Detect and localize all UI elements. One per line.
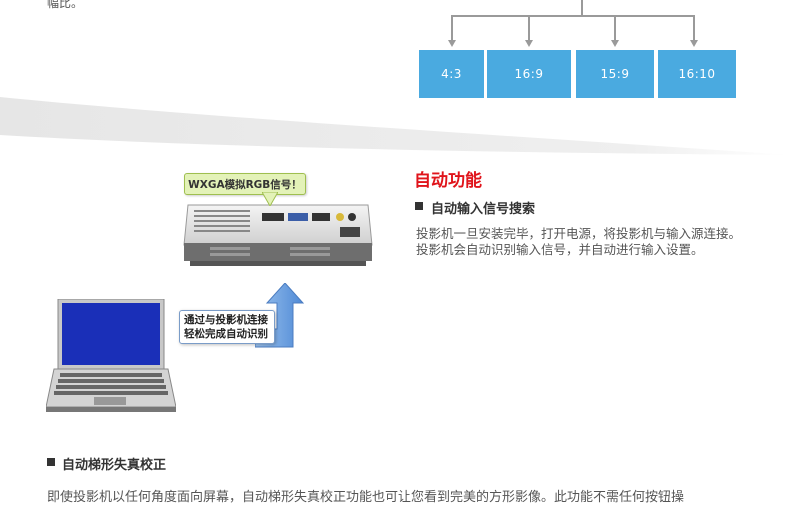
subtitle-keystone-correction: 自动梯形失真校正 (62, 458, 167, 473)
section-divider-swoosh (0, 97, 790, 155)
ratio-box-15-9: 15:9 (576, 50, 654, 98)
signal-callout: WXGA模拟RGB信号！ (184, 173, 306, 195)
connect-callout: 通过与投影机连接 轻松完成自动识别 (179, 310, 275, 344)
ratio-box-16-9: 16:9 (487, 50, 571, 98)
projector-image (183, 204, 373, 266)
connect-callout-line2: 轻松完成自动识别 (184, 328, 268, 340)
bullet-square-icon (415, 202, 423, 210)
laptop-image (46, 299, 176, 412)
connect-callout-line1: 通过与投影机连接 (184, 314, 268, 326)
auto-input-description: 投影机一旦安装完毕，打开电源，将投影机与输入源连接。投影机会自动识别输入信号，并… (416, 226, 742, 257)
ratio-box-16-10: 16:10 (658, 50, 736, 98)
callout-pointer-icon (262, 192, 278, 206)
ratio-box-4-3: 4:3 (419, 50, 484, 98)
bullet-square-icon (47, 458, 55, 466)
keystone-description: 即使投影机以任何角度面向屏幕，自动梯形失真校正功能也可让您看到完美的方形影像。此… (47, 490, 685, 505)
section-title-auto-function: 自动功能 (414, 171, 482, 191)
subtitle-auto-input-search: 自动输入信号搜索 (431, 202, 536, 217)
top-text-fragment: 幅比。 (47, 0, 84, 10)
